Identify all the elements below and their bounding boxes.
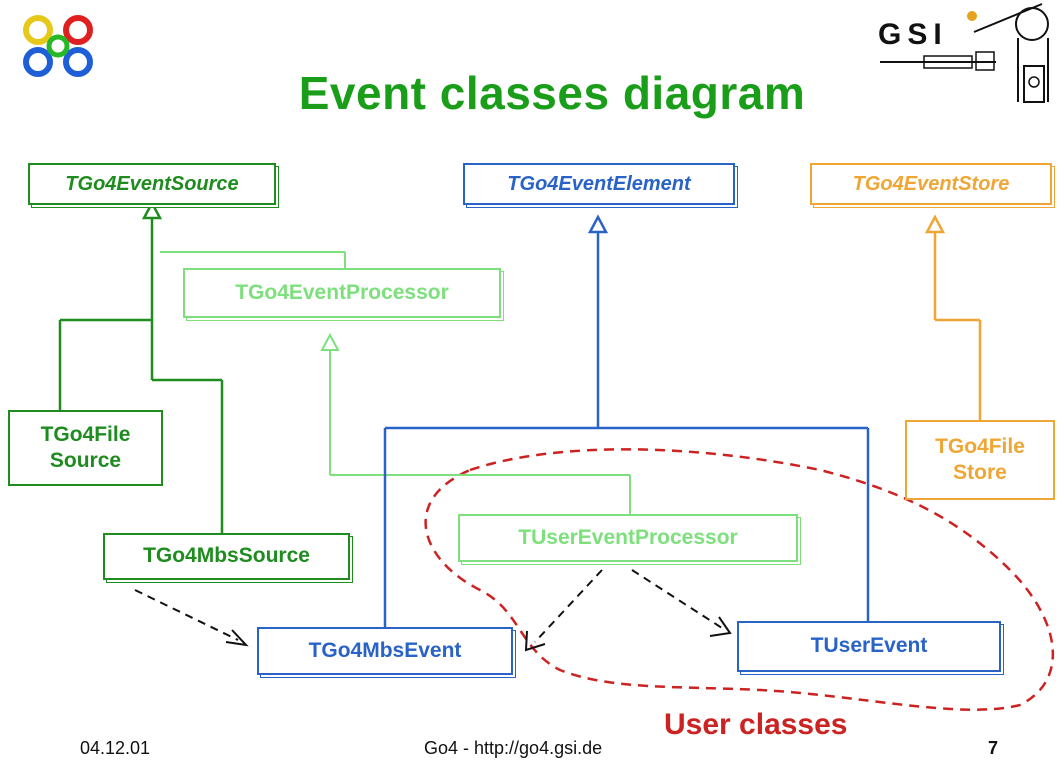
class-label: TGo4EventProcessor [235, 280, 449, 304]
class-tgo4eventstore: TGo4EventStore [810, 163, 1052, 205]
class-tuserevent: TUserEvent [737, 621, 1001, 672]
inheritance-processor-source [160, 251, 346, 268]
inheritance-source [58, 218, 224, 533]
class-tusereventprocessor: TUserEventProcessor [458, 514, 798, 562]
class-tgo4filesource: TGo4File Source [8, 410, 163, 486]
class-tgo4eventelement: TGo4EventElement [463, 163, 735, 205]
svg-text:GSI: GSI [878, 18, 948, 51]
class-label: TGo4EventStore [852, 172, 1010, 195]
inheritance-arrow-source [141, 200, 163, 220]
class-label: TUserEventProcessor [518, 525, 738, 549]
go4-logo [23, 15, 93, 77]
class-tgo4eventprocessor: TGo4EventProcessor [183, 268, 501, 318]
class-label: TGo4EventElement [507, 172, 691, 195]
inheritance-arrow-processor [320, 332, 340, 351]
class-label: TGo4MbsEvent [308, 638, 462, 662]
inheritance-element [383, 232, 870, 627]
class-label: TGo4MbsSource [143, 544, 310, 568]
class-tgo4mbssource: TGo4MbsSource [103, 533, 350, 580]
footer-date: 04.12.01 [80, 738, 151, 758]
class-tgo4eventsource: TGo4EventSource [28, 163, 276, 205]
inheritance-arrow-store [924, 214, 946, 234]
gsi-logo: GSI [878, 3, 1049, 103]
class-label: TGo4EventSource [65, 172, 239, 195]
class-tgo4mbsevent: TGo4MbsEvent [257, 627, 513, 675]
class-label: TUserEvent [810, 634, 928, 658]
footer-page-number: 7 [988, 738, 999, 758]
inheritance-user-processor [329, 350, 631, 514]
dependency-arrowheads [225, 616, 732, 652]
dependency-links [134, 569, 723, 643]
class-label: TGo4File Store [935, 434, 1025, 484]
inheritance-store [933, 232, 982, 420]
class-tgo4filestore: TGo4File Store [905, 420, 1055, 500]
class-label: TGo4File Source [40, 422, 131, 472]
user-classes-region [424, 448, 1055, 711]
user-classes-label: User classes [664, 708, 848, 741]
inheritance-arrow-element [587, 214, 609, 234]
footer-site: Go4 - http://go4.gsi.de [424, 738, 603, 758]
slide-title: Event classes diagram [298, 67, 806, 119]
